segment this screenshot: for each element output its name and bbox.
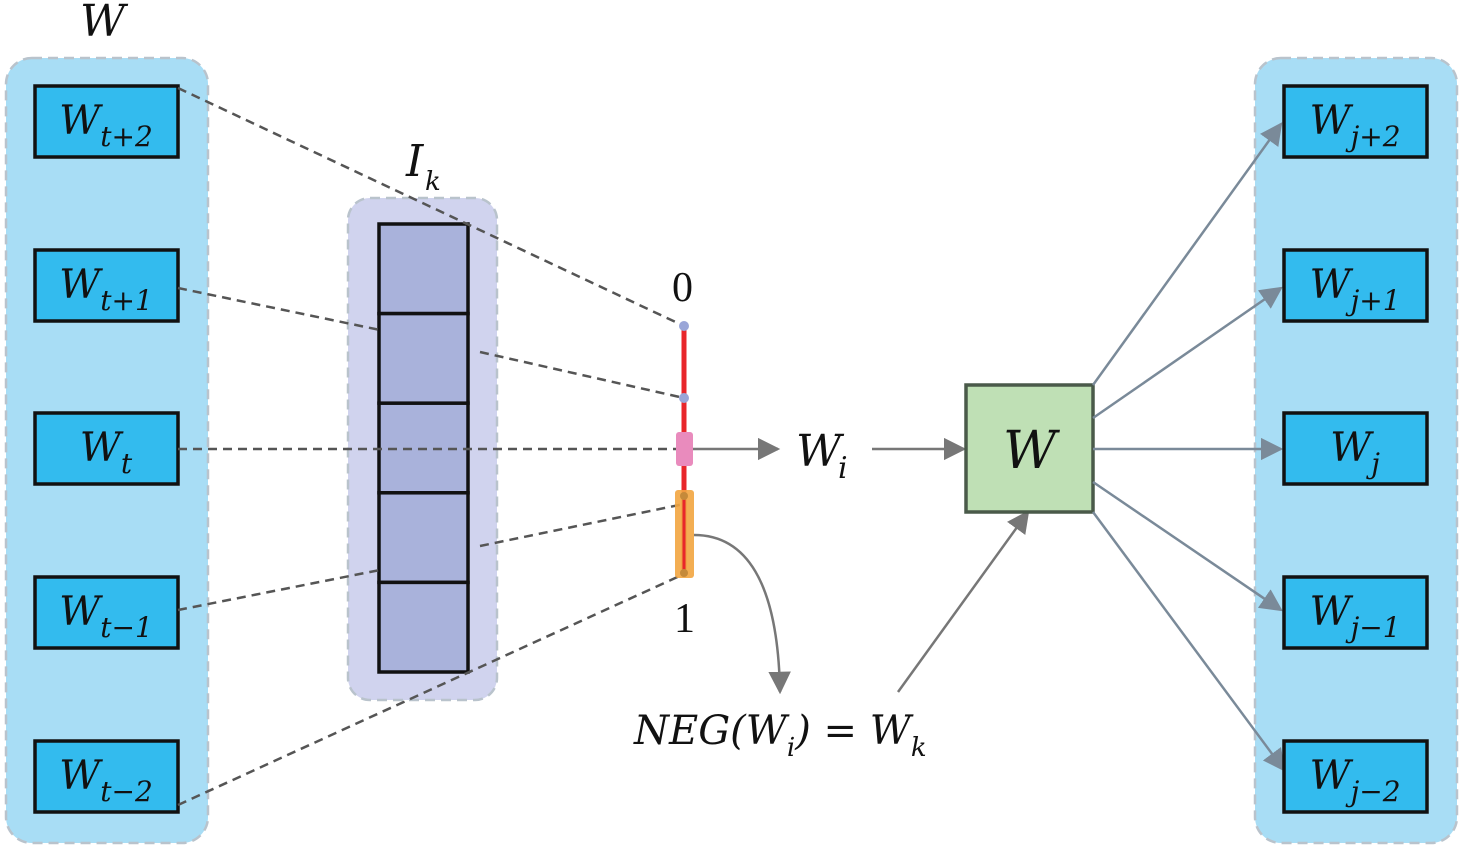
left-word-box-main: W <box>59 589 103 635</box>
ik-cell <box>377 311 470 405</box>
svg-text:Wj+1: Wj+1 <box>1309 262 1400 317</box>
left-word-box-sub: t+1 <box>100 284 153 317</box>
sampled-position-marker <box>676 432 693 466</box>
probability-segment <box>675 321 694 578</box>
segment-label-1: 1 <box>674 596 695 642</box>
center-w-label: W <box>1003 421 1060 481</box>
right-word-box-main: W <box>1330 425 1374 471</box>
svg-text:Wj−2: Wj−2 <box>1309 753 1400 808</box>
svg-text:I: I <box>405 136 425 187</box>
right-word-box-main: W <box>1309 589 1353 635</box>
svg-text:k: k <box>425 167 441 197</box>
left-word-box-sub: t−1 <box>100 611 153 644</box>
ik-cell <box>377 491 470 585</box>
svg-text:Wt+2: Wt+2 <box>59 98 153 153</box>
wi-label: W i <box>796 426 848 486</box>
right-word-box-sub: j−2 <box>1345 775 1401 808</box>
arrow-neg-to-center-w <box>896 510 1030 693</box>
left-word-box: Wt <box>33 411 180 486</box>
left-panel-label: W <box>80 0 129 47</box>
left-word-box-sub: t <box>121 447 133 480</box>
right-word-box: Wj−2 <box>1282 739 1429 814</box>
right-word-box-sub: j+2 <box>1345 120 1401 153</box>
right-word-box: Wj+2 <box>1282 84 1429 159</box>
left-word-box: Wt+1 <box>33 248 180 323</box>
ik-cell <box>377 580 470 674</box>
right-word-box-main: W <box>1309 753 1353 799</box>
svg-text:Wt: Wt <box>80 425 133 480</box>
left-word-box-sub: t−2 <box>100 775 153 808</box>
segment-label-0: 0 <box>672 265 693 311</box>
neg-label: NEG(Wi) = Wk <box>633 708 927 763</box>
left-word-box-main: W <box>59 262 103 308</box>
output-arrows <box>1091 122 1286 772</box>
right-word-box-main: W <box>1309 262 1353 308</box>
right-word-box: Wj−1 <box>1282 575 1429 650</box>
right-word-box-sub: j−1 <box>1345 611 1401 644</box>
dashed-projection-lines <box>177 86 685 807</box>
left-word-box: Wt+2 <box>33 84 180 159</box>
left-word-box: Wt−1 <box>33 575 180 650</box>
center-w-box <box>964 383 1095 514</box>
svg-text:Wt−2: Wt−2 <box>59 753 153 808</box>
svg-text:Wj−1: Wj−1 <box>1309 589 1400 644</box>
svg-text:Wj+2: Wj+2 <box>1309 98 1400 153</box>
ik-label: I k <box>405 136 441 197</box>
left-word-box-main: W <box>80 425 124 471</box>
left-word-box-main: W <box>59 753 103 799</box>
svg-text:Wt+1: Wt+1 <box>59 262 153 317</box>
svg-text:NEG(Wi) = Wk: NEG(Wi) = Wk <box>633 708 927 763</box>
ik-cell <box>377 222 470 316</box>
left-word-box-sub: t+2 <box>100 120 153 153</box>
right-word-box: Wj <box>1282 411 1429 486</box>
svg-text:i: i <box>838 451 848 486</box>
curved-arrow-to-neg <box>693 533 791 695</box>
svg-text:Wt−1: Wt−1 <box>59 589 153 644</box>
right-word-box-sub: j+1 <box>1345 284 1401 317</box>
left-word-box: Wt−2 <box>33 739 180 814</box>
svg-text:W: W <box>796 426 845 477</box>
left-word-box-main: W <box>59 98 103 144</box>
right-word-box-main: W <box>1309 98 1353 144</box>
right-word-box: Wj+1 <box>1282 248 1429 323</box>
